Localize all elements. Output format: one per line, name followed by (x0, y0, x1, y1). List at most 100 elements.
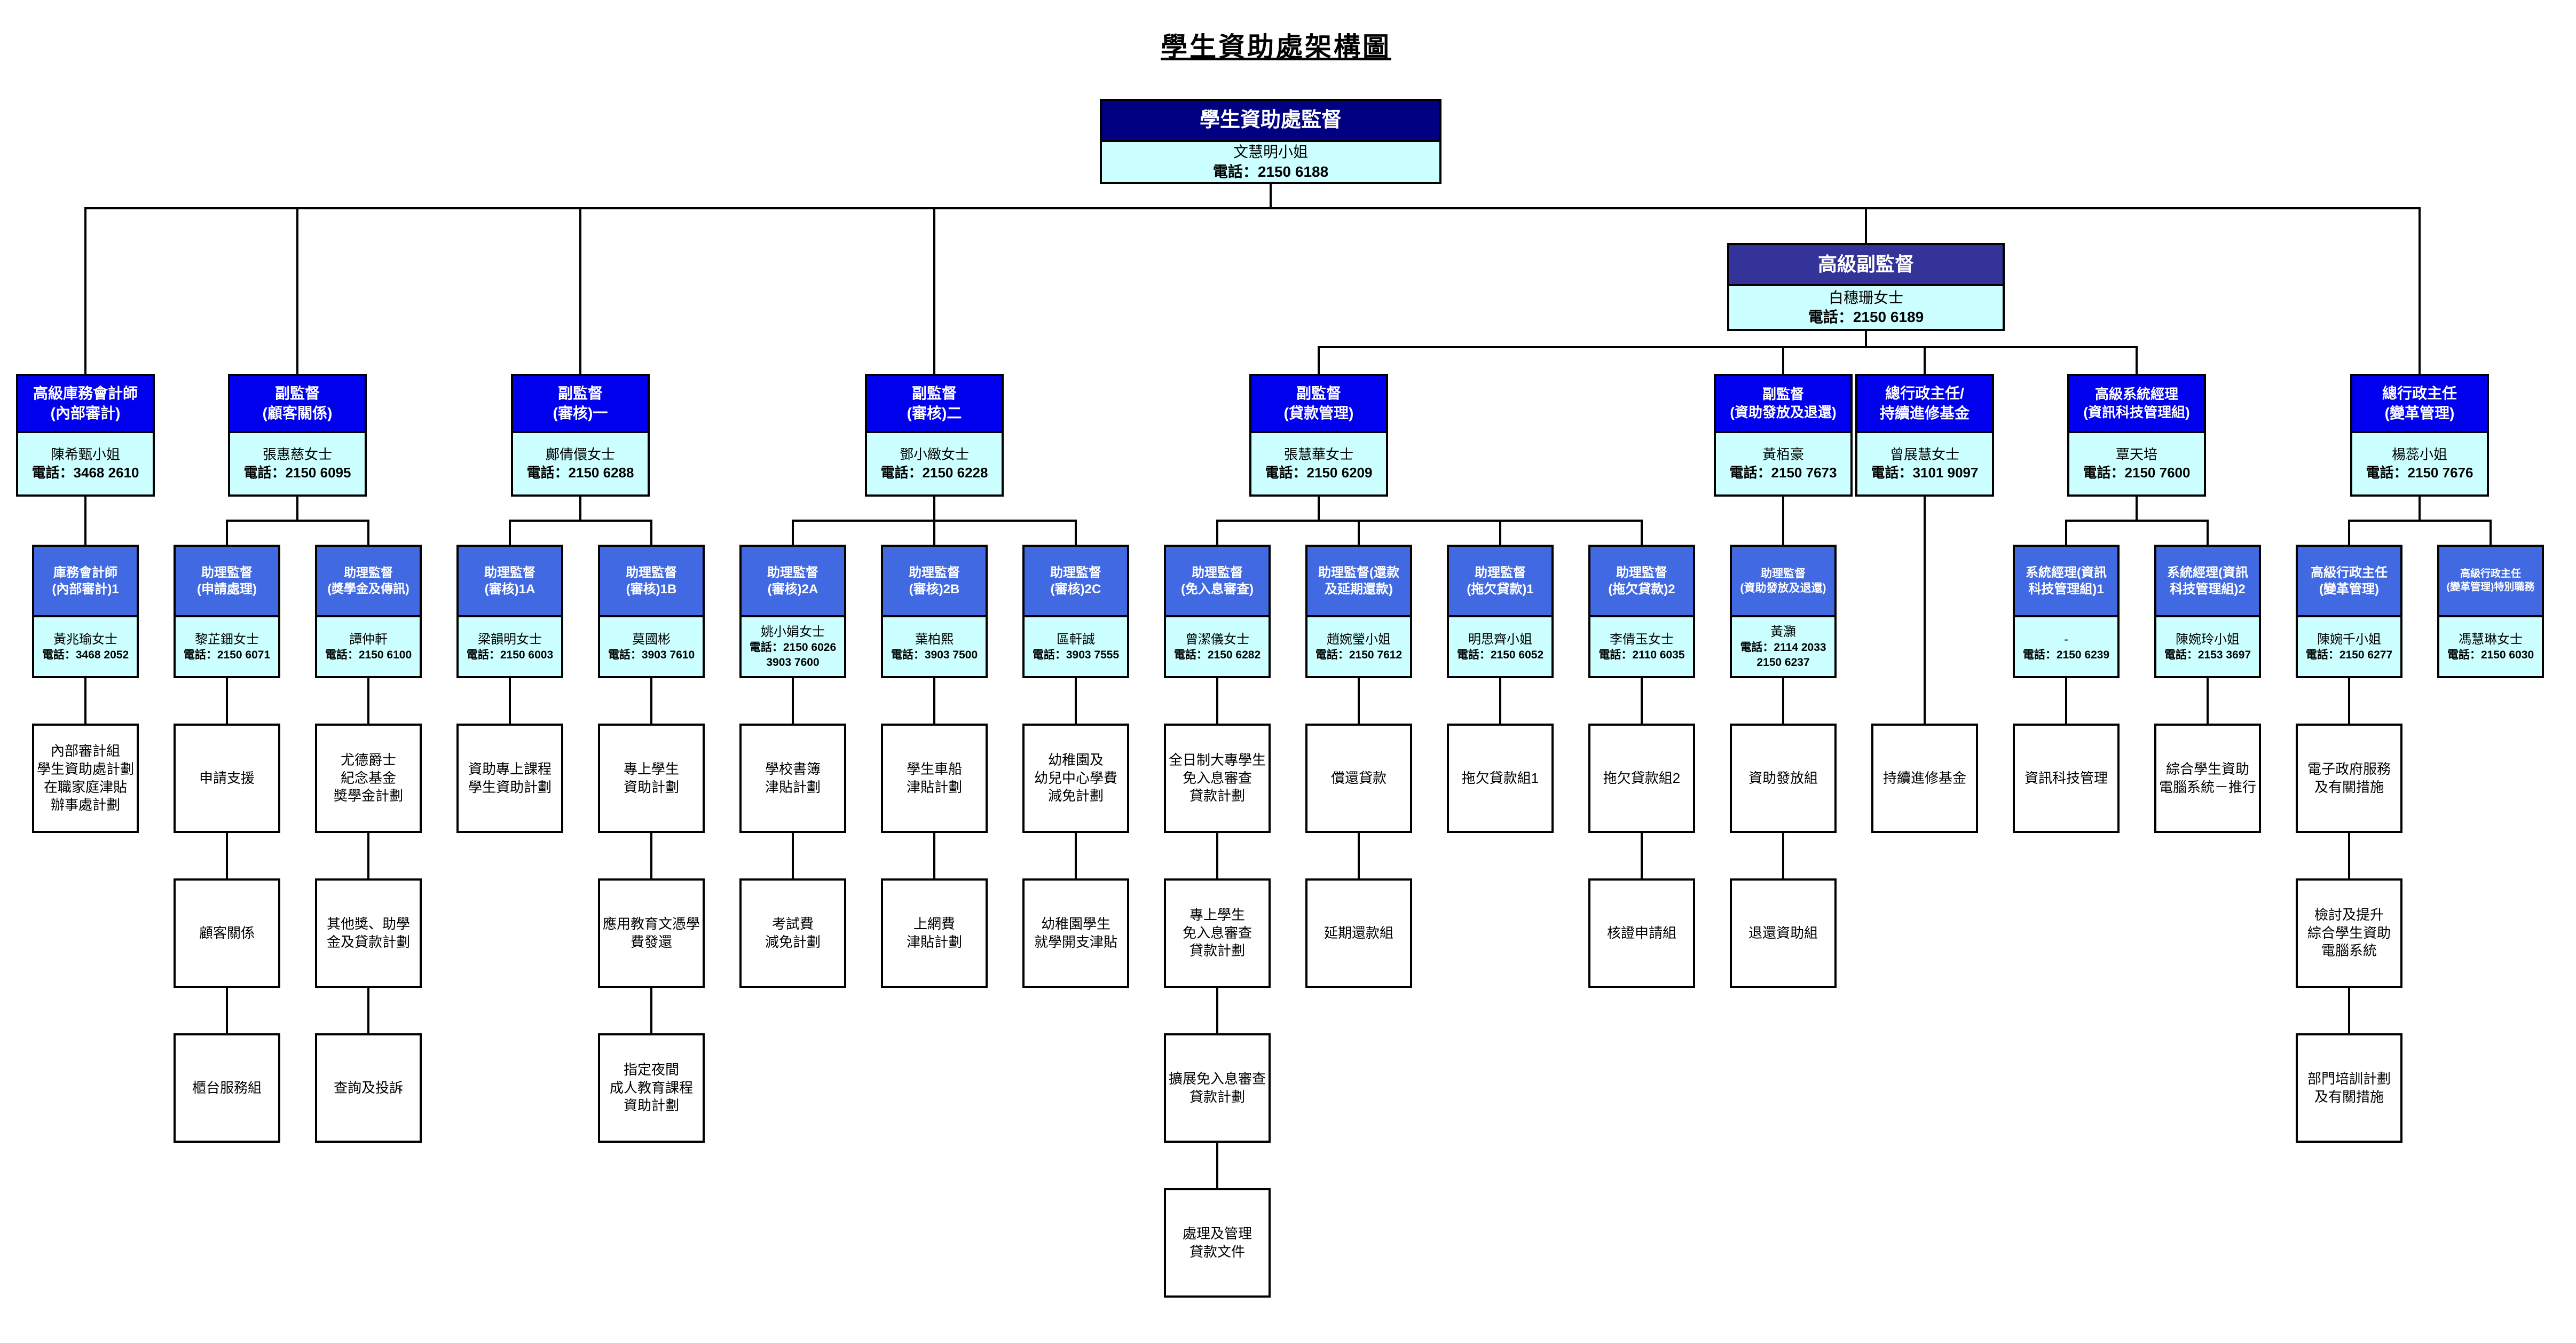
title-line: 助理監督 (201, 565, 253, 580)
node-ad-repayment-deferment: 助理監督(還款及延期還款)趙婉瑩小姐電話：2150 7612 (1305, 545, 1412, 678)
node-contact: 鄺倩儇女士電話：2150 6288 (513, 433, 648, 494)
unit-internet-access-subsidy: 上網費津貼計劃 (881, 878, 988, 988)
unit-label: 及有關措施 (2314, 1088, 2384, 1105)
unit-fstp-scheme: 資助專上課程學生資助計劃 (456, 724, 563, 833)
node-contact: 黃栢豪電話：2150 7673 (1716, 433, 1850, 494)
node-contact: 譚仲軒電話：2150 6100 (317, 617, 420, 676)
connector-line (84, 207, 2421, 209)
node-contact: 明思齊小姐電話：2150 6052 (1449, 617, 1551, 676)
connector-line (579, 208, 581, 374)
node-title: 學生資助處監督 (1102, 101, 1439, 142)
node-contact: 鄧小緻女士電話：2150 6228 (867, 433, 1002, 494)
title-line: 助理監督 (1475, 565, 1526, 580)
unit-label: 貸款計劃 (1189, 788, 1245, 804)
unit-issis-implementation: 綜合學生資助電腦系統－推行 (2154, 724, 2261, 833)
unit-label: 資助專上課程 (468, 760, 552, 777)
node-controller: 學生資助處監督文慧明小姐電話：2150 6188 (1100, 99, 1441, 184)
connector-line (2348, 678, 2350, 724)
node-ds-customer-relations: 副監督 (顧客關係) 張惠慈女士電話：2150 6095 (228, 374, 367, 497)
unit-label: 檢討及提升 (2314, 906, 2384, 923)
title-line: 副監督 (557, 385, 603, 402)
unit-label: 尤德爵士 (340, 751, 396, 768)
node-contact: 曾潔儀女士電話：2150 6282 (1166, 617, 1269, 676)
person-name: 黃兆瑜女士 (53, 632, 117, 647)
person-name: 梁韻明女士 (478, 632, 542, 647)
person-name: 黃灝 (1770, 625, 1796, 640)
unit-egov-services: 電子政府服務及有關措施 (2296, 724, 2402, 833)
node-contact: 張惠慈女士電話：2150 6095 (230, 433, 365, 494)
connector-line (367, 521, 369, 545)
unit-label: 上網費 (913, 915, 955, 932)
connector-line (1216, 678, 1218, 724)
connector-line (1782, 497, 1784, 545)
unit-label: 其他獎、助學 (326, 915, 410, 932)
unit-label: 貸款計劃 (1189, 1088, 1245, 1105)
node-ceo-change-management: 總行政主任(變革管理)楊蕊小姐電話：2150 7676 (2350, 374, 2489, 497)
node-title: 助理監督(免入息審查) (1166, 547, 1269, 617)
person-name: 陳希甄小姐 (50, 446, 120, 462)
title-line: 高級庫務會計師 (33, 385, 138, 402)
node-ceo-cef: 總行政主任/持續進修基金曾展慧女士電話：3101 9097 (1855, 374, 1994, 497)
connector-line (1782, 347, 1784, 374)
title-line: (變革管理) (2319, 582, 2379, 596)
phone-number: 電話：2150 6282 (1173, 648, 1261, 661)
connector-line (226, 520, 369, 522)
unit-label: 指定夜間 (623, 1061, 679, 1078)
person-name: 鄺倩儇女士 (545, 446, 615, 462)
connector-line (1216, 521, 1218, 545)
node-ad-defaulted-loans-1: 助理監督 (拖欠貸款)1 明思齊小姐電話：2150 6052 (1447, 545, 1554, 678)
person-name: 文慧明小姐 (1233, 144, 1308, 161)
person-name: 馮慧琳女士 (2459, 632, 2523, 647)
unit-deferment-unit: 延期還款組 (1305, 878, 1412, 988)
person-name: 區軒誠 (1057, 632, 1095, 647)
connector-line (792, 833, 794, 878)
node-title: 總行政主任/持續進修基金 (1857, 376, 1992, 433)
person-name: 張慧華女士 (1283, 446, 1353, 462)
node-contact: 張慧華女士電話：2150 6209 (1251, 433, 1386, 494)
phone-number: 電話：2150 6003 (466, 648, 554, 661)
node-contact: 黃兆瑜女士電話：3468 2052 (34, 617, 137, 676)
unit-school-textbook-assistance: 學校書簿津貼計劃 (739, 724, 846, 833)
node-title: 助理監督(審核)2C (1025, 547, 1127, 617)
person-name: 莫國彬 (632, 632, 671, 647)
node-contact: 趙婉瑩小姐電話：2150 7612 (1307, 617, 1410, 676)
unit-label: 及有關措施 (2314, 779, 2384, 795)
connector-line (2419, 208, 2421, 374)
unit-label: 擴展免入息審查 (1168, 1070, 1266, 1087)
phone-number: 電話：2150 6026 (749, 641, 837, 654)
unit-extended-nls: 擴展免入息審查貸款計劃 (1164, 1033, 1271, 1143)
title-line: (資助發放及退還) (1740, 582, 1826, 594)
unit-internal-audit-unit: 內部審計組學生資助處計劃在職家庭津貼辦事處計劃 (32, 724, 139, 833)
unit-enquiries-complaints: 查詢及投訴 (315, 1033, 422, 1143)
node-seo-change-management: 高級行政主任(變革管理)陳婉千小姐電話：2150 6277 (2296, 545, 2402, 678)
node-title: 助理監督(審核)1A (459, 547, 561, 617)
title-line: 科技管理組)2 (2170, 582, 2246, 596)
title-line: 庫務會計師 (53, 565, 117, 580)
unit-refund-unit: 退還資助組 (1730, 878, 1837, 988)
node-contact: 馮慧琳女士電話：2150 6030 (2439, 617, 2542, 676)
title-line: (顧客關係) (262, 404, 333, 421)
connector-line (226, 988, 228, 1033)
phone-number: 電話：3903 7555 (1032, 648, 1120, 661)
connector-line (2065, 521, 2067, 545)
connector-line (1782, 833, 1784, 878)
unit-label: 綜合學生資助 (2165, 760, 2249, 777)
unit-defaulted-loans-unit-1: 拖欠貸款組1 (1447, 724, 1554, 833)
unit-label: 電子政府服務 (2307, 760, 2391, 777)
person-name: 黃栢豪 (1762, 446, 1804, 462)
title-line: 副監督 (274, 385, 320, 402)
unit-disbursement-unit: 資助發放組 (1730, 724, 1837, 833)
title-line: (拖欠貸款)1 (1467, 582, 1534, 596)
phone-number: 電話：3903 7500 (891, 648, 978, 661)
unit-label: 免入息審查 (1182, 924, 1252, 941)
connector-line (84, 678, 86, 724)
node-ds-assessment-2: 副監督(審核)二鄧小緻女士電話：2150 6228 (865, 374, 1004, 497)
connector-line (296, 208, 298, 374)
node-title: 助理監督(審核)1B (600, 547, 703, 617)
connector-line (1499, 678, 1501, 724)
unit-nls-fulltime-tertiary: 全日制大專學生免入息審查貸款計劃 (1164, 724, 1271, 833)
unit-label: 就學開支津貼 (1034, 933, 1117, 950)
node-contact: 陳希甄小姐電話：3468 2610 (18, 433, 153, 494)
